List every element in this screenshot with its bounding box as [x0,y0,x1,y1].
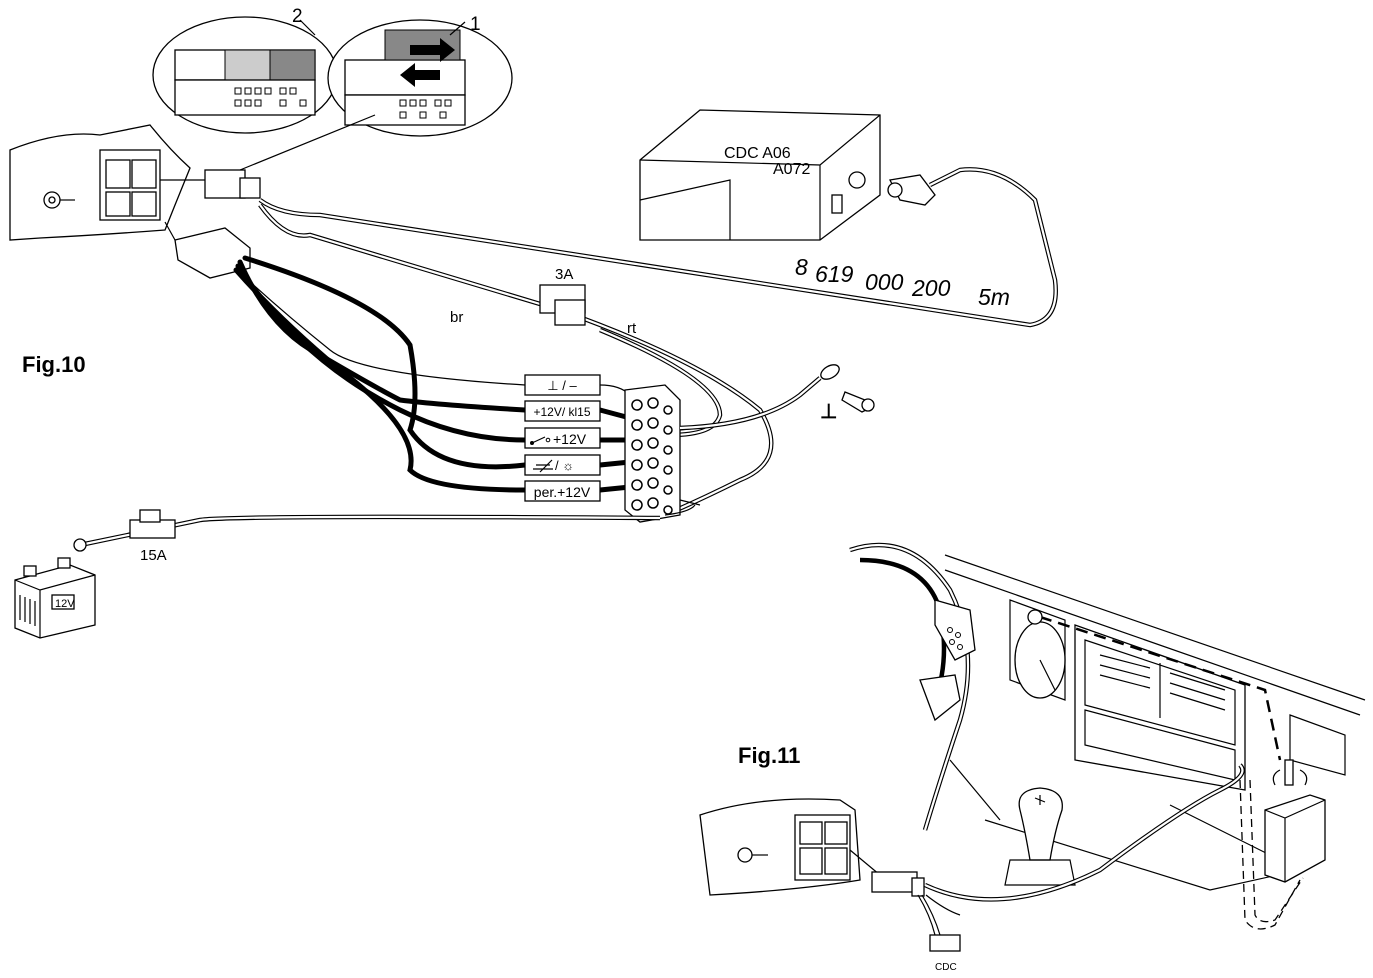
fig11-adapter: CDC [849,763,1245,973]
cable-length: 5m [978,284,1010,310]
changer-model-line1: CDC A06 [724,145,791,162]
battery-label: 12V [55,598,75,610]
fig11-cdc-label: CDC [935,962,957,973]
fuse-3a: 3A [539,266,586,326]
battery-lead: 15A [73,504,696,564]
remote-cable-route [1027,609,1304,930]
figure-11-label: Fig.11 [738,743,800,768]
fig11-radio-panel [699,798,861,896]
figure-10-label: Fig.10 [22,352,86,377]
car-dashboard [944,554,1366,891]
radio-dash-panel [9,124,191,241]
inset-label-2: 2 [292,6,303,27]
changer-cable [258,167,1058,518]
cd-changer: CDC A06 A072 [639,109,881,241]
part-no-2: 619 [815,261,854,287]
steering-wheel [849,542,976,831]
changer-plug [887,174,936,206]
terminal-block [624,384,701,523]
interface-box [164,221,251,279]
part-no-3: 000 [865,269,904,295]
wire-label-rt: rt [627,320,637,337]
terminal-labels: ⊥ / – +12V/ kl15 +12V / ☼ per.+12V [524,374,601,502]
part-no-1: 8 [795,254,808,280]
terminal-label-ground: ⊥ / – [547,378,577,393]
ground-lead: ⊥ [679,364,875,431]
cdc-adapter-plug [160,169,261,199]
cable-part-number: 8 619 000 200 5m [795,254,1010,310]
terminal-label-kl15: +12V/ kl15 [533,405,590,419]
fuse-15a-label: 15A [140,547,167,564]
terminal-label-illumination: / ☼ [555,458,574,473]
battery: 12V [14,557,96,639]
power-supply-module [1264,759,1326,883]
changer-model-line2: A072 [773,161,810,178]
ground-symbol: ⊥ [820,401,837,423]
wire-label-br: br [450,309,463,326]
terminal-label-switched: +12V [553,431,587,447]
gear-lever [1004,787,1076,886]
connector-inset: 2 1 [152,6,513,171]
inset-label-1: 1 [470,14,481,35]
fuse-3a-label: 3A [555,266,573,283]
terminal-label-permanent: per.+12V [534,484,591,500]
part-no-4: 200 [911,275,951,301]
